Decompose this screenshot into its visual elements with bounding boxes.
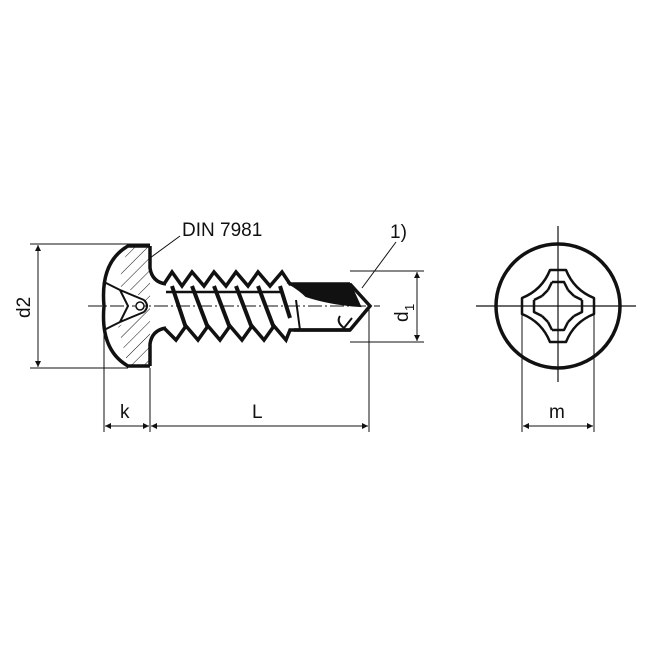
head-section-hatch [118,246,150,366]
side-view [88,244,380,368]
k-label: k [120,402,130,423]
drill-detail [295,299,353,331]
thread-bottom [162,323,350,344]
recess-tip [135,301,145,311]
recess-profile [103,281,148,331]
d1-label-sub: 1 [402,304,417,311]
top-view [476,226,636,382]
head-circle [494,242,622,370]
thread-helix [166,285,292,329]
d2-dimension: d2 [14,243,150,369]
note-leader-line [361,241,397,289]
drill-flute [286,283,362,308]
drill-point-outline [294,282,373,332]
L-label: L [252,402,263,423]
phillips-recess-icon [520,268,596,344]
din-label: DIN 7981 [182,220,262,241]
d1-label-main: d [392,311,413,322]
m-label: m [549,402,565,423]
thread-top [162,268,350,290]
head-outline [101,244,150,368]
note-label: 1) [390,222,407,243]
d2-label: d2 [14,297,35,318]
m-dimension: m [521,300,595,432]
din-leader-line [149,235,181,259]
d1-dimension: d 1 [350,270,424,343]
k-L-dimension: k L [103,306,370,432]
